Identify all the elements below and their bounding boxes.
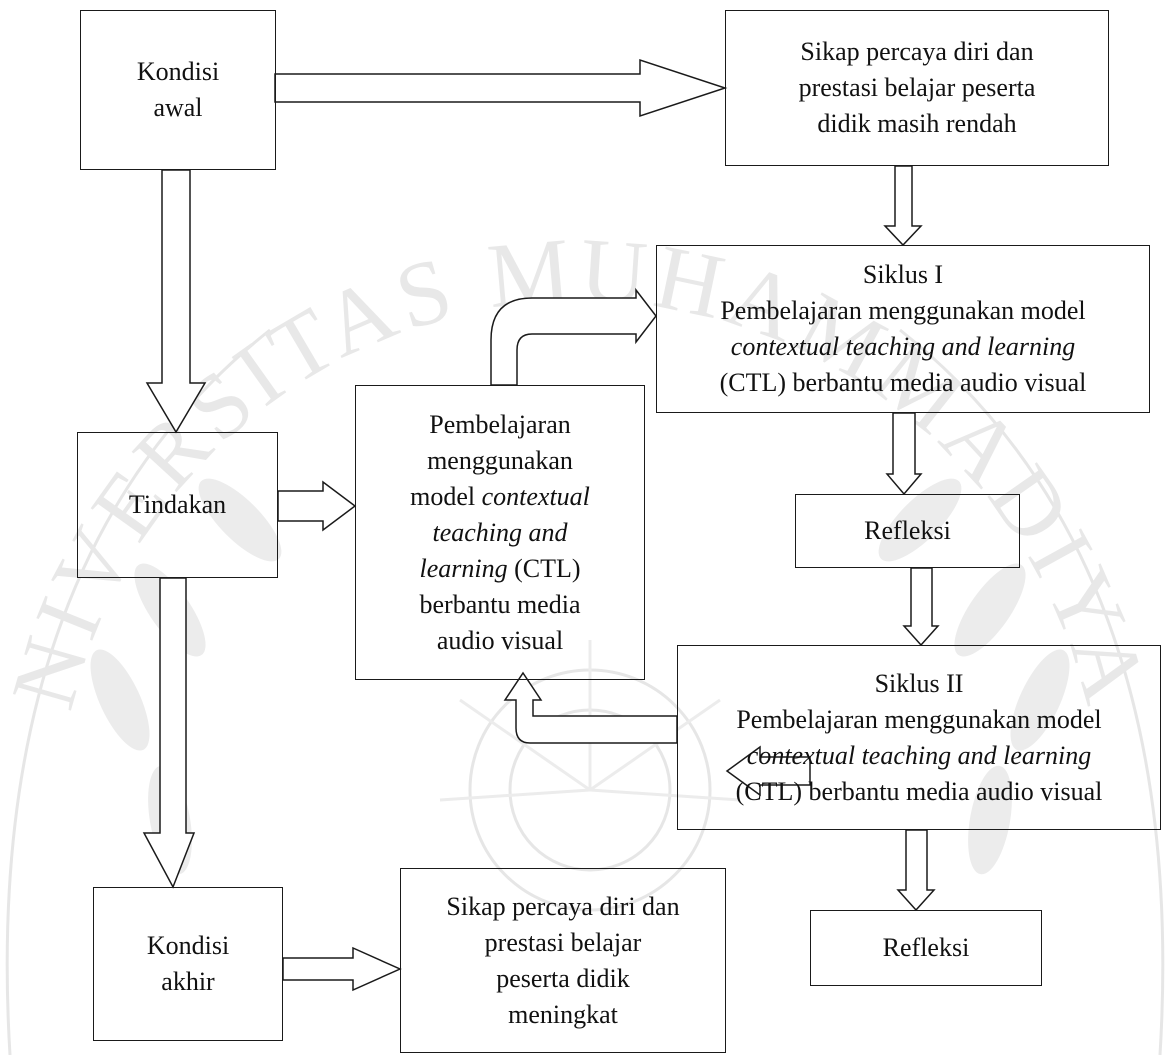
arrow-refleksi2-to-hasil: [725, 745, 811, 797]
arrow-result-to-siklus1: [883, 165, 923, 247]
initial-result-line-3: didik masih rendah: [817, 109, 1017, 138]
kondisi-awal-line-2: awal: [153, 93, 203, 122]
detail-line-2: menggunakan: [427, 445, 573, 475]
detail-line-3b: contextual: [481, 481, 590, 511]
arrow-detail-to-siklus1: [490, 287, 657, 386]
siklus-2-title: Siklus II: [874, 668, 964, 698]
refleksi-1-box: Refleksi: [795, 494, 1020, 568]
arrow-tindakan-to-akhir: [142, 577, 196, 889]
arrow-siklus1-to-refleksi1: [885, 412, 923, 496]
kondisi-akhir-box: Kondisi akhir: [93, 887, 283, 1041]
initial-result-line-1: Sikap percaya diri dan: [800, 37, 1034, 66]
initial-condition-result-box: Sikap percaya diri dan prestasi belajar …: [725, 10, 1109, 166]
detail-line-1: Pembelajaran: [429, 409, 571, 439]
final-result-line-3: peserta didik: [496, 963, 630, 993]
siklus-1-title: Siklus I: [862, 260, 944, 289]
detail-line-6: berbantu media: [419, 589, 581, 619]
refleksi-2-label: Refleksi: [882, 933, 970, 962]
siklus-2-line-2: Pembelajaran menggunakan model: [736, 704, 1102, 734]
arrow-akhir-to-hasil: [282, 946, 402, 992]
refleksi-1-label: Refleksi: [864, 516, 951, 545]
detail-line-3a: model: [410, 481, 482, 511]
arrow-tindakan-to-detail: [277, 480, 357, 532]
final-result-line-2: prestasi belajar: [484, 927, 642, 957]
siklus-1-line-3: contextual teaching and learning: [730, 332, 1076, 361]
tindakan-box: Tindakan: [77, 432, 278, 578]
kondisi-akhir-line-1: Kondisi: [146, 931, 230, 960]
arrow-siklus2-to-refleksi2: [896, 829, 936, 912]
detail-line-7: audio visual: [436, 625, 564, 655]
arrow-siklus2-to-detail: [503, 671, 678, 744]
detail-line-5a: learning: [419, 553, 508, 583]
detail-line-5: learning (CTL): [419, 551, 580, 587]
detail-line-5b: (CTL): [507, 553, 581, 583]
tindakan-detail-box: Pembelajaran menggunakan model contextua…: [355, 385, 645, 680]
final-result-line-1: Sikap percaya diri dan: [446, 891, 680, 921]
kondisi-awal-line-1: Kondisi: [136, 57, 220, 86]
detail-line-3: model contextual: [410, 479, 590, 515]
siklus-2-line-4: (CTL) berbantu media audio visual: [735, 776, 1103, 806]
final-condition-result-box: Sikap percaya diri dan prestasi belajar …: [400, 868, 726, 1053]
initial-result-line-2: prestasi belajar peserta: [798, 73, 1036, 102]
arrow-awal-to-result: [274, 58, 728, 118]
kondisi-awal-box: Kondisi awal: [80, 10, 276, 170]
siklus-1-box: Siklus I Pembelajaran menggunakan model …: [656, 245, 1150, 413]
tindakan-label: Tindakan: [128, 490, 227, 519]
siklus-1-line-2: Pembelajaran menggunakan model: [720, 296, 1086, 325]
refleksi-2-box: Refleksi: [810, 910, 1042, 986]
arrow-refleksi1-to-siklus2: [902, 567, 940, 647]
siklus-1-line-4: (CTL) berbantu media audio visual: [719, 368, 1087, 397]
kondisi-akhir-line-2: akhir: [161, 967, 215, 996]
detail-line-4: teaching and: [432, 517, 568, 547]
siklus-2-box: Siklus II Pembelajaran menggunakan model…: [677, 645, 1161, 830]
siklus-2-line-3: contextual teaching and learning: [746, 740, 1092, 770]
arrow-awal-to-tindakan: [145, 169, 207, 434]
final-result-line-4: meningkat: [508, 999, 618, 1029]
